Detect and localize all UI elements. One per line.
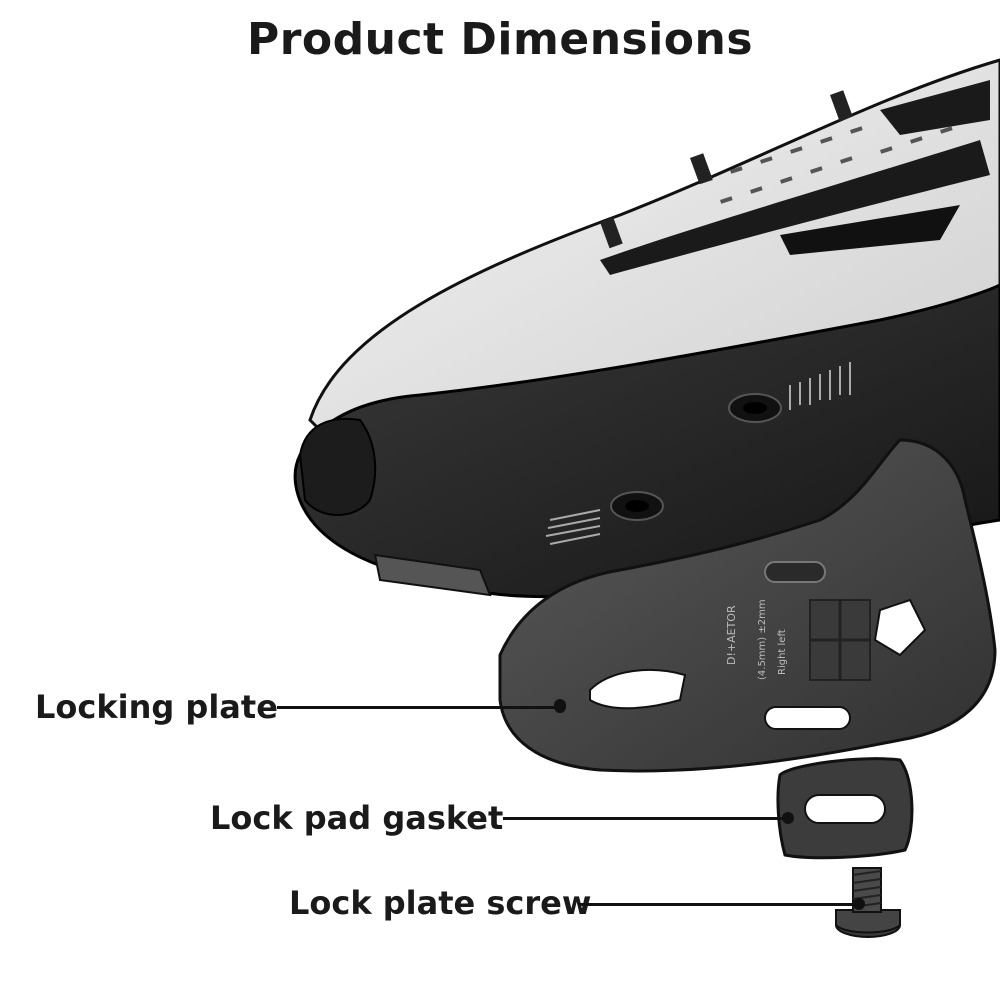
callout-dot-lock-pad-gasket	[782, 812, 794, 824]
callout-dot-locking-plate	[554, 701, 566, 713]
callout-lock-plate-screw: Lock plate screw	[289, 884, 592, 922]
callout-line-lock-plate-screw	[578, 903, 858, 906]
cleat-side-marking: Right left	[777, 629, 788, 675]
callout-dot-lock-plate-screw	[853, 898, 865, 910]
lock-pad-gasket	[776, 757, 914, 860]
cleat-brand-marking: D!+AETOR	[725, 605, 738, 665]
callout-locking-plate: Locking plate	[35, 688, 278, 726]
callout-line-locking-plate	[277, 706, 557, 709]
page-title: Product Dimensions	[246, 14, 754, 65]
callout-lock-pad-gasket: Lock pad gasket	[210, 799, 504, 837]
cleat-spec-marking: (4.5mm) ±2mm	[757, 599, 768, 680]
callout-line-lock-pad-gasket	[503, 817, 786, 820]
